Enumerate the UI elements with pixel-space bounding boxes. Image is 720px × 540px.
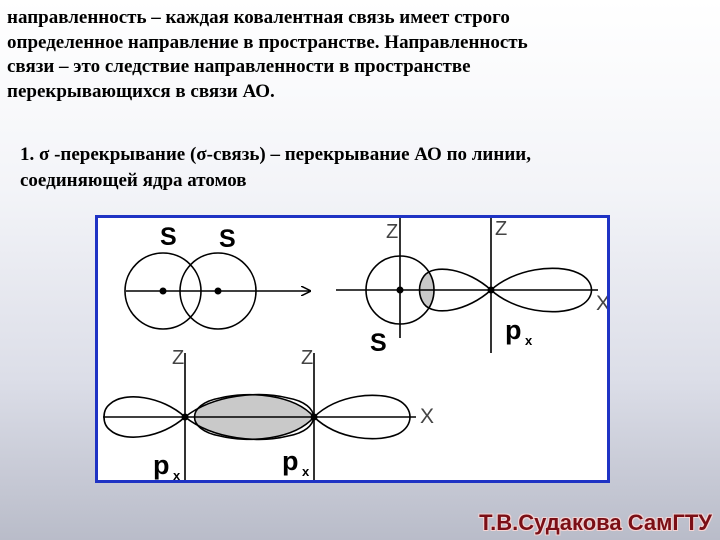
intro-line: определенное направление в пространстве.… [7, 31, 528, 53]
axis-label-z: Z [495, 218, 507, 240]
axis-label-z: Z [386, 221, 398, 243]
nucleus [159, 287, 167, 295]
label-s: S [370, 329, 387, 357]
sigma-item: 1. σ -перекрывание (σ-связь) – перекрыва… [20, 142, 710, 194]
label-p-subscript: x [302, 464, 310, 479]
panel-p-p: Z Z X p x p x [103, 347, 434, 480]
nucleus [181, 413, 189, 421]
intro-line: направленность – каждая ковалентная связ… [7, 7, 510, 28]
label-p-subscript: x [525, 333, 533, 348]
label-s: S [219, 225, 236, 253]
axis-label-x: X [596, 292, 607, 315]
nucleus [214, 287, 222, 295]
nucleus [487, 286, 495, 294]
sigma-item-line: 1. σ -перекрывание (σ-связь) – перекрыва… [20, 144, 531, 165]
orbital-overlap-figure: S S Z Z X S p x [95, 215, 610, 483]
label-s: S [160, 223, 177, 251]
label-p-subscript: x [173, 468, 181, 480]
nucleus [396, 286, 404, 294]
orbital-diagram: S S Z Z X S p x [103, 218, 607, 480]
label-p: p [505, 315, 522, 345]
axis-label-x: X [420, 405, 434, 428]
intro-line: перекрывающихся в связи АО. [7, 80, 275, 102]
label-p: p [153, 450, 170, 480]
intro-paragraph: направленность – каждая ковалентная связ… [7, 6, 707, 104]
axis-label-z: Z [172, 347, 184, 369]
sigma-item-line: соединяющей ядра атомов [20, 170, 247, 191]
label-p: p [282, 446, 299, 476]
panel-s-s: S S [124, 223, 316, 330]
intro-line: связи – это следствие направленности в п… [7, 56, 471, 77]
author-credit: Т.В.Судакова СамГТУ [479, 510, 712, 535]
panel-s-p: Z Z X S p x [336, 218, 607, 357]
nucleus [310, 413, 318, 421]
axis-label-z: Z [301, 347, 313, 369]
